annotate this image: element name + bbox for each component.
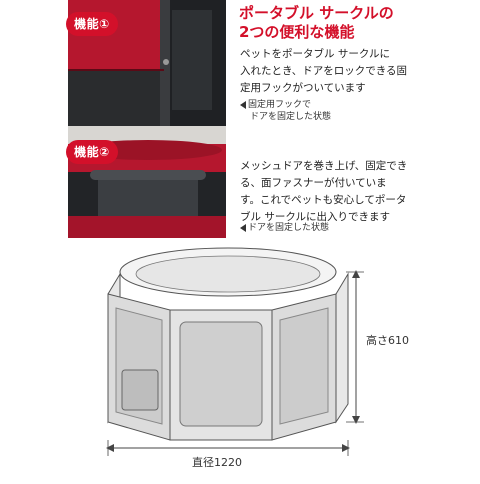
feature-1-badge: 機能① xyxy=(66,12,118,36)
height-dimension-label: 高さ610 xyxy=(366,334,409,347)
feature-2-desc-line-2: る、面ファスナーが付いていま xyxy=(240,177,387,189)
feature-1-description: ペットをポータブル サークルに 入れたとき、ドアをロックできる固 定用フックがつ… xyxy=(240,46,476,97)
feature-2-desc-line-4: ブル サークルに出入りできます xyxy=(240,211,391,223)
feature-1-desc-line-1: ペットをポータブル サークルに xyxy=(240,48,391,60)
feature-2-caption-line-1: ドアを固定した状態 xyxy=(248,223,330,233)
door-hook-photo xyxy=(68,0,226,126)
feature-2-caption: ドアを固定した状態 xyxy=(240,222,329,234)
feature-2-desc-line-1: メッシュドアを巻き上げ、固定でき xyxy=(240,160,408,172)
feature-1-caption: 固定用フックで ドアを固定した状態 xyxy=(240,99,331,123)
feature-1-section: 機能① ポータブル サークルの 2つの便利な機能 ペットをポータブル サークルに… xyxy=(0,0,480,126)
feature-2-desc-line-3: す。これでペットも安心してポータ xyxy=(240,194,407,206)
feature-2-description: メッシュドアを巻き上げ、固定でき る、面ファスナーが付いていま す。これでペット… xyxy=(240,158,476,226)
feature-2-badge: 機能② xyxy=(66,140,118,164)
feature-1-caption-line-2: ドアを固定した状態 xyxy=(250,112,332,122)
playpen-illustration xyxy=(106,247,364,456)
headline-line-1: ポータブル サークルの xyxy=(239,4,394,22)
feature-1-caption-line-1: 固定用フックで xyxy=(248,100,312,110)
feature-2-section: 機能② メッシュドアを巻き上げ、固定でき る、面ファスナーが付いていま す。これ… xyxy=(0,126,480,238)
page-headline: ポータブル サークルの 2つの便利な機能 xyxy=(239,4,479,42)
feature-1-desc-line-2: 入れたとき、ドアをロックできる固 xyxy=(240,65,408,77)
left-triangle-icon xyxy=(240,223,246,232)
left-triangle-icon xyxy=(240,100,246,109)
headline-line-2: 2つの便利な機能 xyxy=(239,23,355,41)
diameter-dimension-label: 直径1220 xyxy=(192,456,242,469)
playpen-dimension-diagram: 高さ610 直径1220 xyxy=(0,244,480,480)
feature-1-desc-line-3: 定用フックがついています xyxy=(240,82,366,94)
